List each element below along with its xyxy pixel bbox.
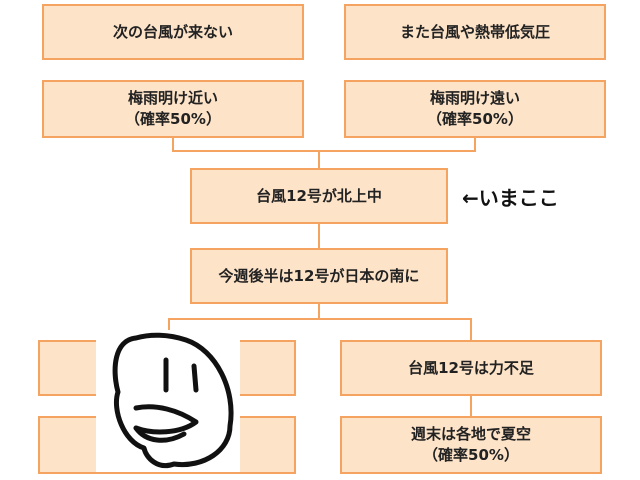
face-doodle-icon — [96, 330, 240, 472]
box-typhoon-weak: 台風12号は力不足 — [340, 340, 602, 396]
connector-middle-down — [318, 304, 320, 320]
box-rainy-season-end-near: 梅雨明け近い （確率50%） — [42, 80, 304, 138]
box-another-typhoon: また台風や熱帯低気圧 — [344, 4, 606, 60]
box-no-next-typhoon: 次の台風が来ない — [42, 4, 304, 60]
box-typhoon-south-of-japan: 今週後半は12号が日本の南に — [190, 248, 448, 304]
box-label: 次の台風が来ない — [112, 22, 233, 41]
box-label-line2: （確率50%） — [125, 110, 221, 128]
box-label: また台風や熱帯低気圧 — [399, 22, 550, 41]
connector-to-center — [318, 150, 320, 168]
box-typhoon-moving-north: 台風12号が北上中 — [190, 168, 448, 224]
connector-lower-left — [168, 318, 170, 340]
box-label-line2: （確率50%） — [427, 110, 523, 128]
box-label-line1: 週末は各地で夏空 — [410, 425, 531, 443]
connector-left-down — [172, 138, 174, 152]
connector-split-bar — [168, 318, 472, 320]
box-label-line2: （確率50%） — [423, 446, 519, 464]
box-label: 台風12号が北上中 — [256, 186, 382, 205]
connector-right-down — [474, 138, 476, 152]
box-label-line1: 梅雨明け遠い — [429, 89, 520, 107]
connector-center-to-middle — [318, 224, 320, 248]
box-label: 今週後半は12号が日本の南に — [218, 266, 420, 285]
current-position-annotation: ←いまここ — [462, 186, 559, 210]
box-rainy-season-end-far: 梅雨明け遠い （確率50%） — [344, 80, 606, 138]
connector-lower-right — [470, 318, 472, 340]
connector-merge-bar — [172, 150, 476, 152]
box-summer-sky-weekend: 週末は各地で夏空 （確率50%） — [340, 416, 602, 474]
connector-bottom-right — [470, 396, 472, 416]
box-label-line1: 梅雨明け近い — [127, 89, 218, 107]
box-label: 台風12号は力不足 — [408, 358, 534, 377]
